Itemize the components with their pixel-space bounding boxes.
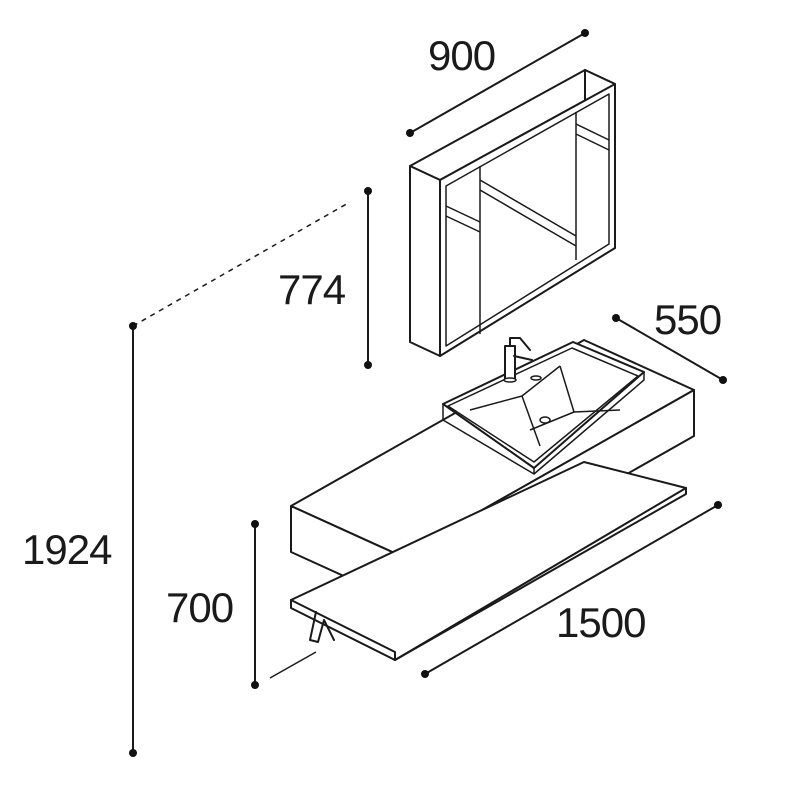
basin-slope-3: [521, 395, 541, 447]
dim-leader-1924: [132, 201, 351, 327]
mirror-cabinet-shelf-left-b: [445, 215, 481, 233]
dim-label-550: 550: [654, 296, 721, 343]
dimension-774: 774: [278, 187, 372, 369]
faucet: [503, 337, 533, 383]
dim-line-1500: [424, 504, 719, 675]
mirror-cabinet-shelf-mid: [479, 179, 577, 237]
dim-label-774: 774: [278, 266, 346, 313]
dim-end-1924-a: [129, 322, 137, 330]
dim-end-700-b: [251, 681, 259, 689]
mirror-cabinet-left-edge: [409, 165, 441, 357]
dim-end-900-b: [581, 29, 589, 37]
mirror-cabinet: [409, 69, 616, 357]
basin: [442, 341, 645, 475]
faucet-handle: [513, 355, 533, 361]
dimension-900: 900: [406, 29, 589, 137]
dim-line-550: [615, 317, 724, 381]
dim-end-774-a: [364, 187, 372, 195]
dim-end-774-b: [364, 361, 372, 369]
basin-side-right: [533, 372, 645, 475]
dimension-1924: 1924: [22, 201, 351, 757]
drain: [539, 416, 551, 424]
faucet-base: [503, 377, 517, 383]
mirror-cabinet-shelf-right: [575, 123, 610, 141]
dimension-1500: 1500: [421, 501, 722, 678]
dim-end-1500-b: [714, 501, 722, 509]
shelf-edge-front: [394, 487, 687, 661]
dim-end-550-a: [612, 314, 620, 322]
shelf-bracket: [309, 611, 335, 643]
basin-slope-4: [529, 411, 575, 431]
faucet-spout: [509, 337, 531, 351]
dimension-550: 550: [612, 296, 727, 384]
faucet-body: [504, 345, 516, 381]
lower-shelf: [290, 461, 687, 661]
dim-label-700: 700: [166, 584, 233, 631]
dim-label-1500: 1500: [556, 599, 645, 646]
dim-end-550-b: [719, 376, 727, 384]
mirror-cabinet-shelf-left: [445, 205, 481, 223]
dim-leader-700: [269, 651, 317, 679]
mirror-cabinet-shelf-right-b: [575, 133, 610, 151]
dim-end-700-a: [251, 520, 259, 528]
dim-end-1924-b: [129, 749, 137, 757]
dim-label-900: 900: [428, 32, 495, 79]
mirror-cabinet-opening: [445, 93, 610, 347]
dimension-700: 700: [166, 520, 317, 689]
dim-line-900: [409, 32, 586, 134]
mirror-cabinet-front: [439, 83, 616, 357]
mirror-cabinet-shelf-mid-b: [479, 189, 577, 247]
dim-end-1500-a: [421, 670, 429, 678]
dim-label-1924: 1924: [22, 526, 112, 573]
overflow: [530, 375, 542, 381]
dim-end-900-a: [406, 129, 414, 137]
basin-rim-inner: [447, 347, 639, 463]
